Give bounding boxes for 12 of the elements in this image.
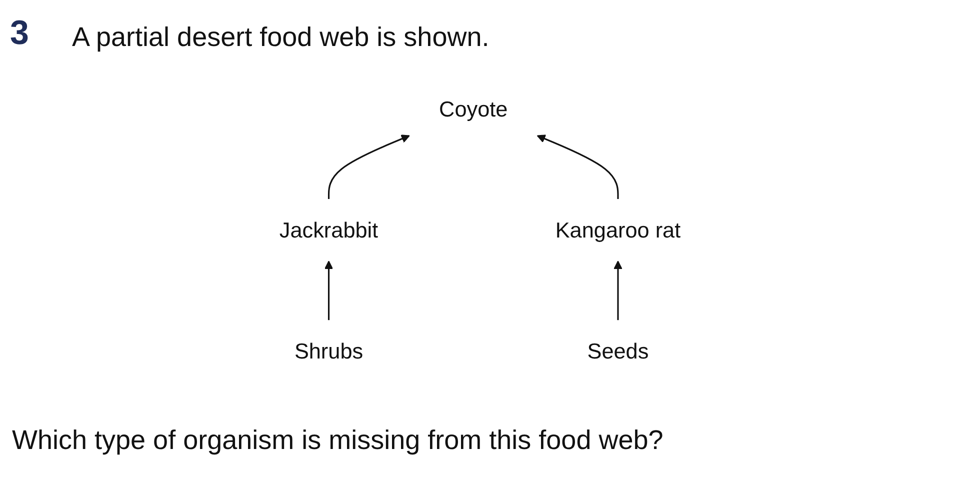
node-text: Seeds — [587, 338, 649, 364]
question-number: 3 — [10, 14, 29, 53]
node-text: Jackrabbit — [279, 218, 378, 242]
node-text: Coyote — [439, 96, 508, 122]
arrow — [536, 134, 619, 199]
arrow — [328, 134, 410, 199]
node-text: Kangaroo rat — [555, 218, 681, 242]
title: A partial desert food web is shown. — [72, 22, 490, 53]
node-text: Shrubs — [294, 338, 364, 364]
question-text: Which type of organism is missing from this food web? — [12, 425, 664, 456]
arrow — [614, 260, 622, 320]
arrow — [324, 260, 334, 320]
